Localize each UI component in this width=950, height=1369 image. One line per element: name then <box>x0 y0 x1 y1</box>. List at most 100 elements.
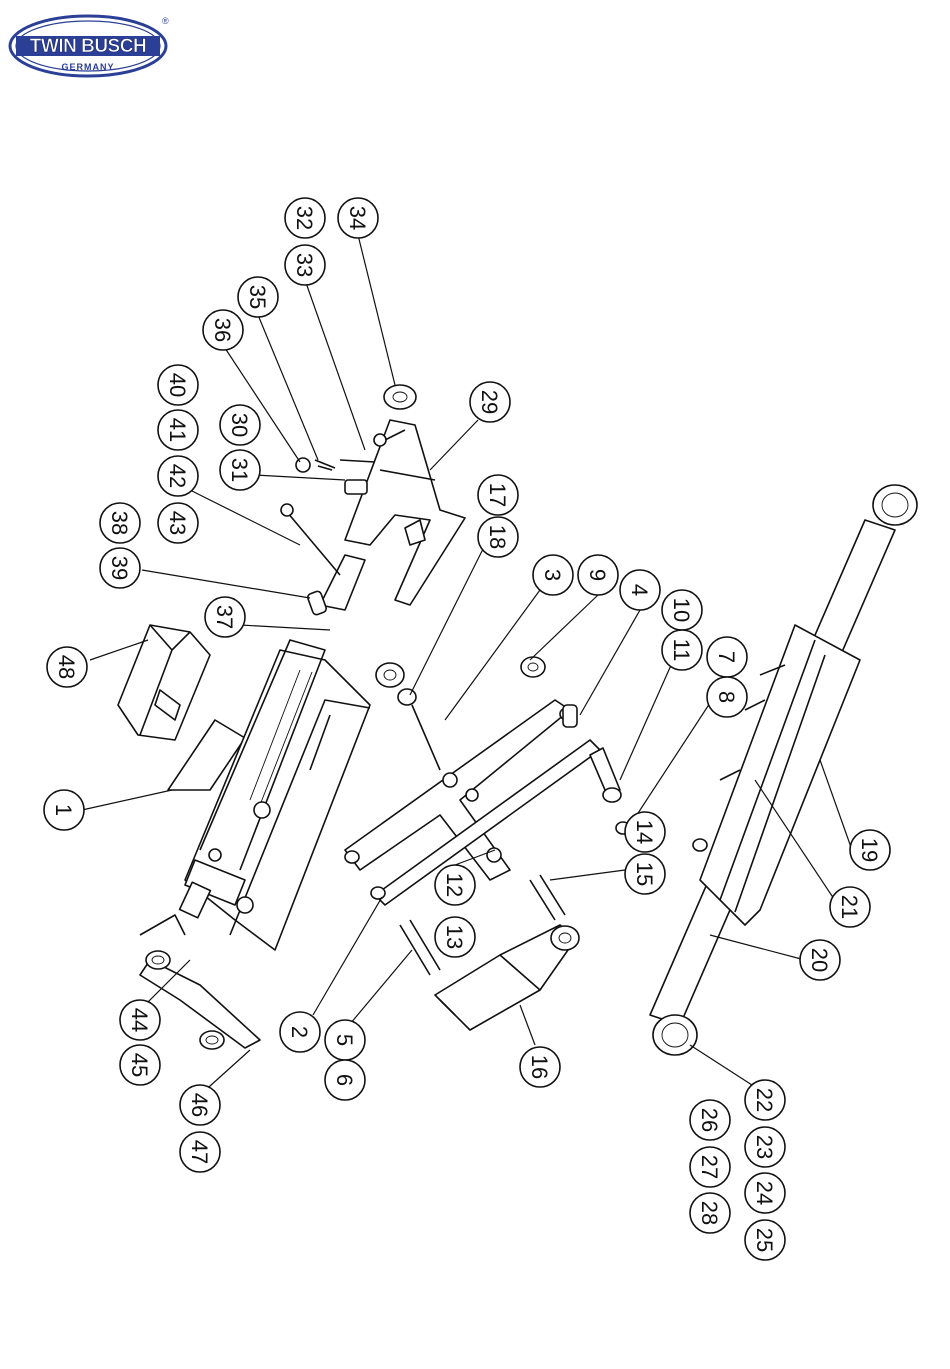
pin-parts <box>590 748 630 834</box>
callout-13: 13 <box>435 917 475 957</box>
svg-text:33: 33 <box>292 253 317 277</box>
callout-14: 14 <box>625 812 665 852</box>
callout-41: 41 <box>158 410 198 450</box>
callout-9: 9 <box>578 555 618 595</box>
callout-28: 28 <box>690 1193 730 1233</box>
callout-8: 8 <box>707 677 747 717</box>
callout-32: 32 <box>285 198 325 238</box>
svg-text:9: 9 <box>585 569 610 581</box>
callout-24: 24 <box>745 1173 785 1213</box>
callout-2: 2 <box>280 1012 320 1052</box>
svg-text:35: 35 <box>245 285 270 309</box>
callout-19: 19 <box>850 830 890 870</box>
svg-text:38: 38 <box>107 511 132 535</box>
callout-12: 12 <box>435 865 475 905</box>
callout-37: 37 <box>205 597 245 637</box>
callout-25: 25 <box>745 1220 785 1260</box>
callout-29: 29 <box>470 382 510 422</box>
callout-40: 40 <box>158 365 198 405</box>
callout-44: 44 <box>120 1000 160 1040</box>
svg-text:5: 5 <box>332 1034 357 1046</box>
callout-34: 34 <box>338 198 378 238</box>
svg-text:25: 25 <box>752 1228 777 1252</box>
callout-5: 5 <box>325 1020 365 1060</box>
svg-text:42: 42 <box>165 464 190 488</box>
svg-text:28: 28 <box>697 1201 722 1225</box>
control-box-part <box>118 625 210 740</box>
callout-16: 16 <box>520 1047 560 1087</box>
svg-text:2: 2 <box>287 1026 312 1038</box>
svg-text:7: 7 <box>714 651 739 663</box>
callout-47: 47 <box>180 1132 220 1172</box>
svg-text:16: 16 <box>527 1055 552 1079</box>
callout-39: 39 <box>100 548 140 588</box>
svg-text:14: 14 <box>632 820 657 844</box>
svg-text:27: 27 <box>697 1155 722 1179</box>
svg-text:41: 41 <box>165 418 190 442</box>
callout-22: 22 <box>745 1080 785 1120</box>
callout-1: 1 <box>44 790 84 830</box>
svg-text:22: 22 <box>752 1088 777 1112</box>
svg-text:19: 19 <box>857 838 882 862</box>
svg-text:3: 3 <box>540 569 565 581</box>
svg-text:39: 39 <box>107 556 132 580</box>
svg-text:24: 24 <box>752 1181 777 1205</box>
svg-text:45: 45 <box>127 1053 152 1077</box>
callout-46: 46 <box>180 1085 220 1125</box>
svg-text:20: 20 <box>807 948 832 972</box>
svg-text:48: 48 <box>54 655 79 679</box>
callout-17: 17 <box>478 475 518 515</box>
callout-33: 33 <box>285 245 325 285</box>
top-lever-frame-part <box>320 420 465 610</box>
svg-text:13: 13 <box>442 925 467 949</box>
callout-20: 20 <box>800 940 840 980</box>
callout-3: 3 <box>533 555 573 595</box>
svg-text:44: 44 <box>127 1008 152 1032</box>
svg-text:36: 36 <box>210 318 235 342</box>
svg-text:6: 6 <box>332 1074 357 1086</box>
svg-text:47: 47 <box>187 1140 212 1164</box>
callout-30: 30 <box>220 405 260 445</box>
long-extension-arms <box>650 485 917 1055</box>
callout-42: 42 <box>158 456 198 496</box>
svg-text:11: 11 <box>669 639 694 662</box>
svg-text:30: 30 <box>227 413 252 437</box>
svg-text:18: 18 <box>485 525 510 549</box>
svg-text:1: 1 <box>51 804 76 816</box>
callout-6: 6 <box>325 1060 365 1100</box>
svg-text:15: 15 <box>632 862 657 886</box>
callout-11: 11 <box>662 630 702 670</box>
callout-27: 27 <box>690 1147 730 1187</box>
svg-text:8: 8 <box>714 691 739 703</box>
callout-26: 26 <box>690 1100 730 1140</box>
svg-text:40: 40 <box>165 373 190 397</box>
callout-18: 18 <box>478 517 518 557</box>
callout-35: 35 <box>238 277 278 317</box>
svg-text:29: 29 <box>477 390 502 414</box>
callout-23: 23 <box>745 1127 785 1167</box>
callout-43: 43 <box>158 503 198 543</box>
svg-text:4: 4 <box>627 584 652 596</box>
callout-48: 48 <box>47 647 87 687</box>
callout-45: 45 <box>120 1045 160 1085</box>
svg-text:21: 21 <box>837 895 862 919</box>
callout-15: 15 <box>625 854 665 894</box>
callout-4: 4 <box>620 570 660 610</box>
svg-text:37: 37 <box>212 605 237 629</box>
svg-text:17: 17 <box>485 483 510 507</box>
callout-7: 7 <box>707 637 747 677</box>
svg-text:46: 46 <box>187 1093 212 1117</box>
callout-36: 36 <box>203 310 243 350</box>
svg-text:10: 10 <box>669 598 694 622</box>
callout-10: 10 <box>662 590 702 630</box>
svg-text:23: 23 <box>752 1135 777 1159</box>
callout-38: 38 <box>100 503 140 543</box>
svg-text:34: 34 <box>345 206 370 230</box>
svg-text:43: 43 <box>165 511 190 535</box>
callout-31: 31 <box>220 450 260 490</box>
callout-21: 21 <box>830 887 870 927</box>
svg-text:12: 12 <box>442 873 467 897</box>
svg-text:32: 32 <box>292 206 317 230</box>
svg-text:31: 31 <box>227 458 252 482</box>
